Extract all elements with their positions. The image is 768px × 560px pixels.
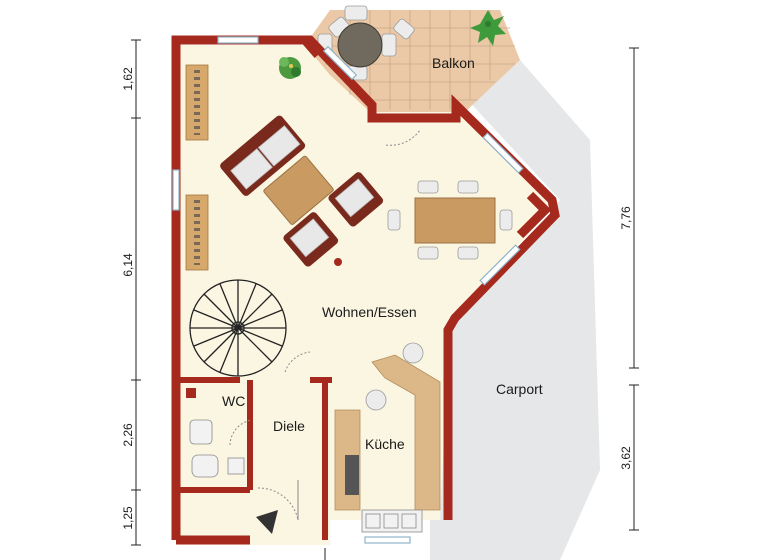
dimension-right-2: 3,62 bbox=[619, 446, 633, 470]
entrance-arrow-icon bbox=[256, 510, 278, 534]
stove-icon bbox=[345, 455, 359, 495]
plant-icon bbox=[279, 57, 301, 79]
dimension-chain-left: 1,62 6,14 2,26 1,25 bbox=[121, 39, 141, 546]
dimension-left-3: 2,26 bbox=[121, 423, 135, 447]
walls bbox=[171, 35, 560, 545]
window-left[interactable] bbox=[172, 169, 180, 211]
room-label-balkon: Balkon bbox=[432, 55, 475, 71]
bar-stool bbox=[365, 389, 387, 411]
balcony-plant-icon bbox=[470, 10, 506, 46]
window-right[interactable] bbox=[482, 132, 524, 174]
door-wc[interactable] bbox=[229, 419, 253, 446]
dimension-left-2: 6,14 bbox=[121, 253, 135, 277]
armchair-bottom bbox=[283, 212, 339, 267]
room-label-wohnen-essen: Wohnen/Essen bbox=[322, 304, 417, 320]
window-top[interactable] bbox=[217, 36, 259, 44]
bar-stool bbox=[402, 342, 424, 364]
balcony-door[interactable] bbox=[322, 45, 358, 81]
dimension-right-1: 7,76 bbox=[619, 206, 633, 230]
dimension-chain-right: 7,76 3,62 bbox=[619, 47, 639, 531]
room-label-wc: WC bbox=[222, 393, 245, 409]
window-kitchen[interactable] bbox=[364, 536, 411, 544]
shower-drain-icon bbox=[227, 457, 245, 475]
kitchen-island bbox=[371, 354, 441, 511]
dimension-left-4: 1,25 bbox=[121, 506, 135, 530]
room-label-kueche: Küche bbox=[365, 436, 405, 452]
washbasin-icon bbox=[189, 419, 213, 445]
spiral-staircase bbox=[189, 279, 287, 377]
door-entrance[interactable] bbox=[257, 487, 299, 521]
wc-pillar bbox=[186, 388, 196, 398]
dining-set bbox=[387, 180, 513, 260]
dining-table bbox=[414, 197, 496, 244]
bookshelves bbox=[185, 64, 209, 271]
armchair-right bbox=[328, 172, 384, 227]
windows bbox=[172, 36, 524, 544]
coffee-table bbox=[263, 155, 334, 225]
door-stairs[interactable] bbox=[284, 351, 311, 373]
toilet-icon bbox=[191, 454, 219, 478]
kitchen bbox=[334, 342, 441, 533]
lounge-set bbox=[220, 115, 384, 267]
room-label-diele: Diele bbox=[273, 418, 305, 434]
sofa-large bbox=[220, 115, 306, 196]
doors bbox=[229, 129, 421, 521]
window-lower-right[interactable] bbox=[479, 244, 521, 286]
lamp-icon bbox=[334, 258, 342, 266]
bookshelf-top bbox=[185, 64, 209, 141]
room-label-carport: Carport bbox=[496, 381, 543, 397]
dimension-left-1: 1,62 bbox=[121, 67, 135, 91]
bookshelf-bottom bbox=[185, 194, 209, 271]
wc-fixtures bbox=[189, 419, 245, 478]
carport-area bbox=[430, 60, 600, 560]
